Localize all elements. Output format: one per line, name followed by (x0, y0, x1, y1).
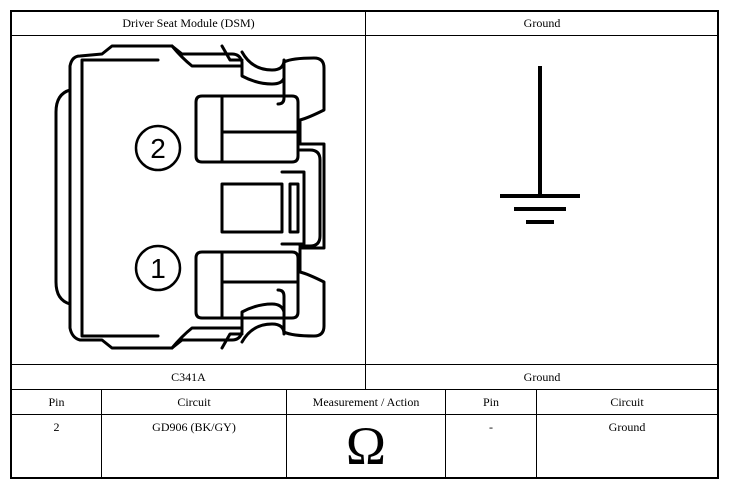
ground-title: Ground (523, 16, 561, 30)
row-circuit-b: Ground (608, 420, 646, 434)
cavity-middle (220, 182, 284, 234)
connector-diagram: 2 1 (54, 44, 326, 350)
pin-2-label: 2 (150, 133, 166, 164)
table-body-divider (12, 414, 717, 415)
connector-left-bump (54, 88, 72, 306)
ground-name: Ground (523, 370, 561, 384)
pin-1-label: 1 (150, 253, 166, 284)
cavity-pin-1 (194, 250, 300, 320)
ohm-icon: Ω (345, 416, 387, 476)
cavity-pin-2 (194, 94, 300, 164)
connector-module-title: Driver Seat Module (DSM) (122, 16, 255, 30)
col-divider-4 (536, 389, 537, 477)
pin-2-circle (134, 124, 182, 172)
center-lock (280, 170, 306, 246)
connector-inner-wall (80, 58, 160, 338)
connector-bottom-latch (170, 326, 244, 350)
row-pin-b: - (489, 420, 493, 434)
col-divider-2 (286, 389, 287, 477)
connector-body-outline (68, 44, 326, 350)
connector-name: C341A (171, 370, 206, 384)
pin-1-circle (134, 244, 182, 292)
connector-top-latch (170, 44, 244, 68)
header-circuit-a: Circuit (177, 395, 211, 409)
header-measurement: Measurement / Action (312, 395, 420, 409)
table-header-divider (12, 389, 717, 390)
diagram-bottom-divider (12, 364, 717, 365)
row-pin-a: 2 (53, 420, 60, 434)
center-divider (365, 12, 366, 389)
row-circuit-a: GD906 (BK/GY) (152, 420, 236, 434)
wiring-test-sheet: Driver Seat Module (DSM) Ground (10, 10, 719, 479)
header-pin-b: Pin (482, 395, 499, 409)
ground-symbol-icon (500, 66, 580, 224)
header-divider (12, 35, 717, 36)
col-divider-1 (101, 389, 102, 477)
col-divider-3 (445, 389, 446, 477)
header-pin-a: Pin (48, 395, 65, 409)
header-circuit-b: Circuit (610, 395, 644, 409)
